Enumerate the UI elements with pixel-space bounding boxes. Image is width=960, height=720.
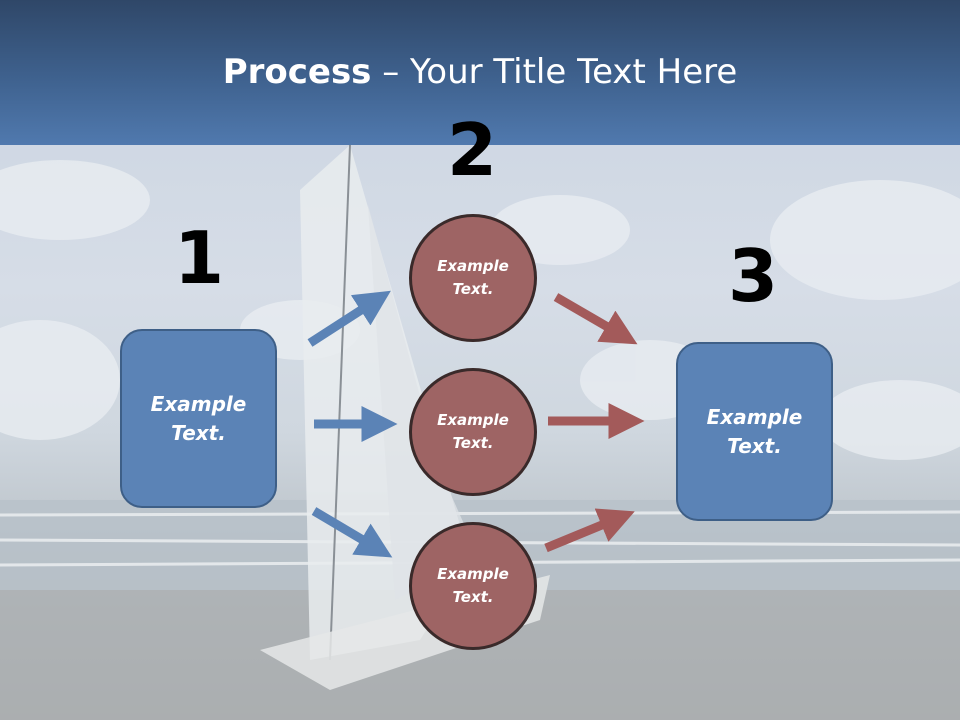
circle-top: Example Text. — [409, 214, 537, 342]
circle-middle: Example Text. — [409, 368, 537, 496]
circle-bottom-line1: Example — [437, 565, 509, 583]
step-1-text-line2: Text. — [171, 420, 226, 445]
step-1-box: Example Text. — [120, 329, 277, 508]
arrow-circle-top-to-box3 — [553, 293, 638, 345]
arrow-circle-bottom-to-box3 — [544, 508, 635, 553]
step-1-text-line1: Example — [150, 391, 247, 416]
title-rest: – Your Title Text Here — [371, 52, 738, 92]
arrow-box1-to-circle-bottom — [311, 507, 393, 558]
step-3-text-line1: Example — [706, 404, 803, 429]
circle-top-line2: Text. — [452, 280, 494, 298]
slide-title: Process – Your Title Text Here — [0, 52, 960, 92]
step-3-box: Example Text. — [676, 342, 833, 521]
circle-bottom-line2: Text. — [452, 588, 494, 606]
circle-bottom: Example Text. — [409, 522, 537, 650]
step-number-1: 1 — [173, 216, 225, 300]
step-number-3: 3 — [727, 234, 779, 318]
arrow-box1-to-circle-top — [307, 290, 391, 347]
step-3-text-line2: Text. — [727, 433, 782, 458]
step-number-2: 2 — [446, 108, 498, 192]
title-bold: Process — [222, 52, 372, 92]
title-bar — [0, 0, 960, 145]
circle-middle-line1: Example — [437, 411, 509, 429]
circle-top-line1: Example — [437, 257, 509, 275]
circle-middle-line2: Text. — [452, 434, 494, 452]
